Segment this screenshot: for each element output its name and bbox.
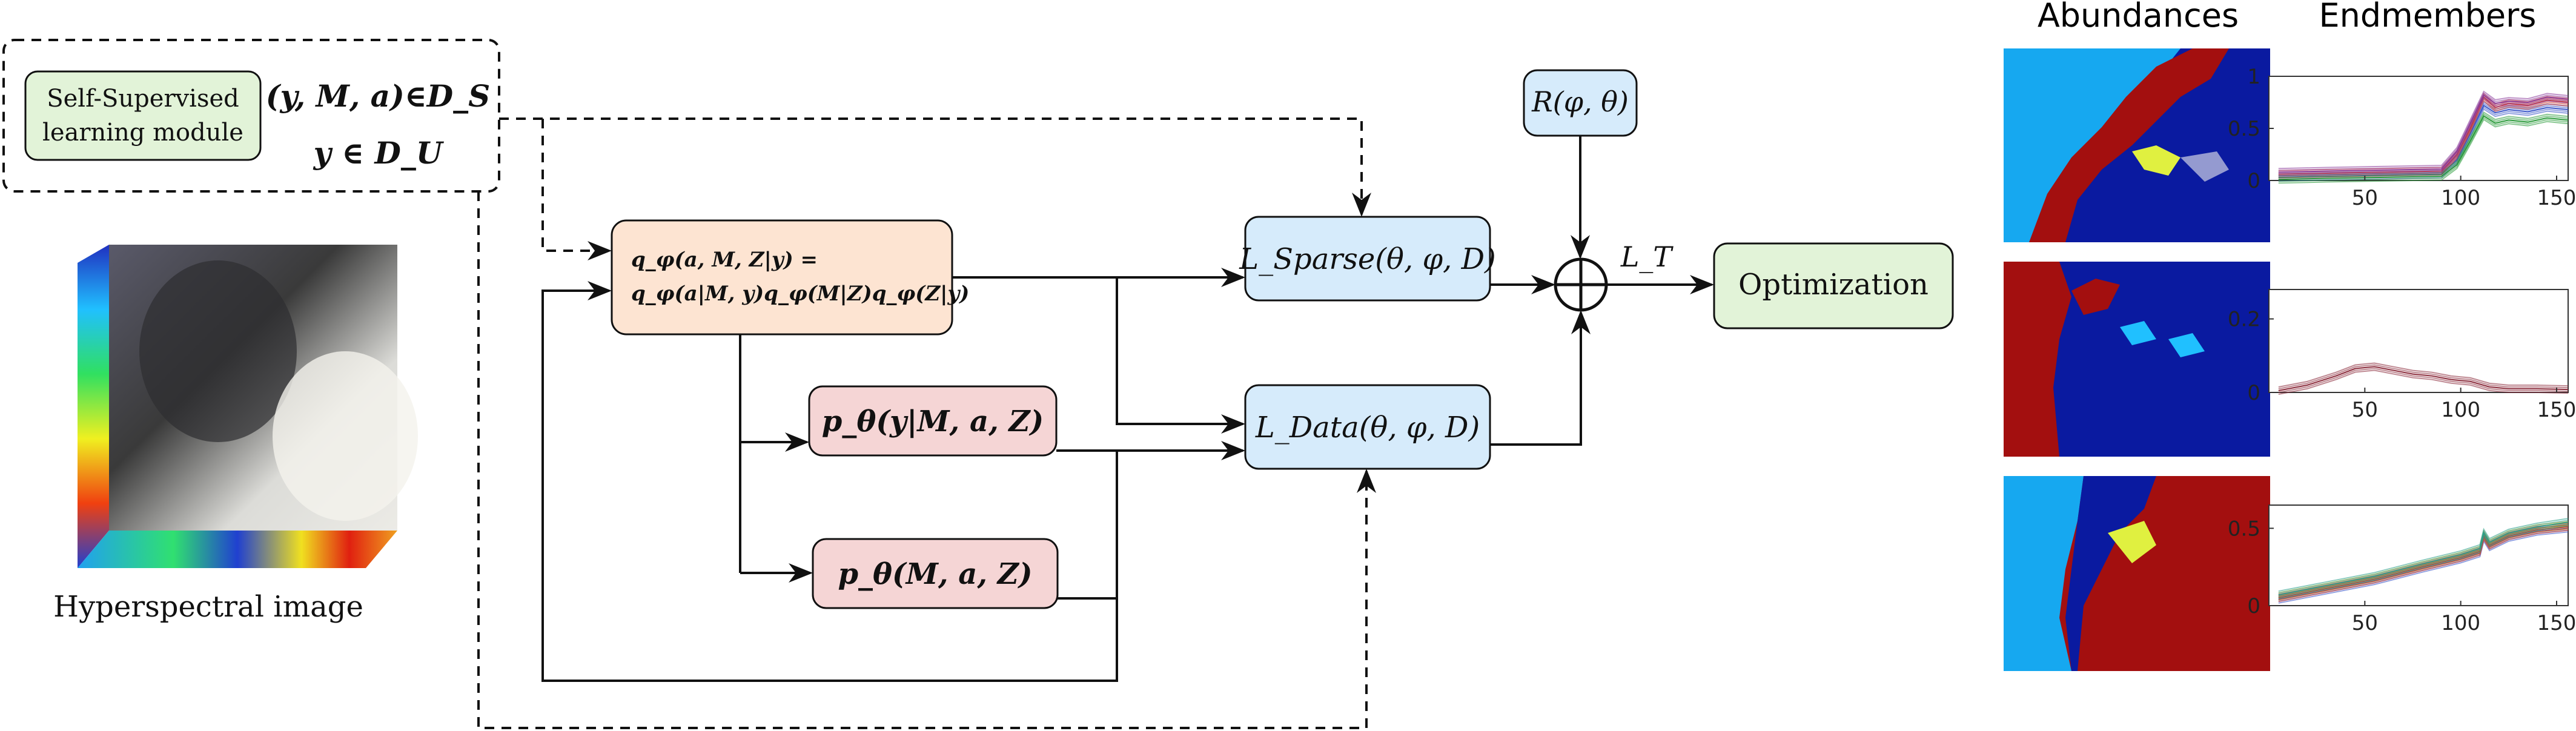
edge-data-to-sum [1490, 310, 1591, 446]
series-line-3 [2278, 116, 2569, 182]
series-line-4 [2278, 94, 2569, 173]
optimization-label: Optimization [1738, 268, 1929, 302]
abundance-map-2 [2004, 262, 2270, 457]
likelihood-box[interactable] [808, 385, 1058, 457]
y-tick-label: 0 [2247, 169, 2260, 193]
self-supervised-label-1: Self-Supervised [47, 85, 239, 113]
x-tick-label: 150 [2537, 611, 2576, 635]
x-tick-label: 100 [2441, 398, 2480, 422]
prior-box[interactable] [812, 538, 1059, 609]
series-line-4 [2278, 90, 2569, 170]
dashed-edge-to-sparse [499, 117, 1371, 217]
encoder-line-1: q_φ(a, M, Z|y) = [631, 248, 818, 272]
y-tick-label: 0 [2247, 594, 2260, 618]
series-line-1 [2278, 368, 2569, 393]
sparse-loss-box[interactable] [1244, 216, 1491, 302]
cube-front-shadow [139, 260, 297, 442]
series-line-1 [2278, 531, 2569, 604]
self-supervised-box[interactable] [24, 70, 262, 161]
prior-label: p_θ(M, a, Z) [838, 557, 1032, 591]
cube-front-bright [273, 351, 418, 521]
dashed-edge-to-encoder [541, 119, 612, 260]
total-loss-label: L_T [1620, 240, 1674, 273]
series-line-1 [2278, 364, 2569, 389]
x-tick-label: 150 [2537, 186, 2576, 210]
edge-feedback-loop [541, 291, 1118, 682]
sparse-loss-label: L_Sparse(θ, φ, D) [1239, 242, 1496, 276]
series-line-1 [2278, 369, 2569, 395]
abundances-title: Abundances [2038, 0, 2239, 35]
optimization-box[interactable] [1713, 242, 1954, 329]
encoder-box[interactable] [611, 219, 953, 336]
series-line-4 [2278, 98, 2569, 177]
cube-side-face [78, 245, 109, 568]
endmembers-title: Endmembers [2319, 0, 2537, 35]
x-tick-label: 150 [2537, 398, 2576, 422]
dashed-edge-to-data [477, 191, 1376, 729]
endmember-plot-3: 50 100 150 0 0.5 [2228, 504, 2576, 635]
regularizer-label: R(φ, θ) [1531, 85, 1629, 118]
abundance-map-1 [2004, 48, 2270, 242]
x-tick-label: 100 [2441, 186, 2480, 210]
abundance-map-3 [2004, 476, 2270, 671]
unlabeled-dataset-label: y ∈ D_U [313, 135, 445, 171]
series-line-3 [2278, 114, 2569, 180]
y-tick-label: 0 [2247, 381, 2260, 405]
hyperspectral-cube [78, 245, 418, 568]
data-loss-label: L_Data(θ, φ, D) [1255, 411, 1480, 445]
self-supervised-frame [2, 39, 500, 193]
x-tick-label: 50 [2352, 186, 2378, 210]
x-tick-label: 100 [2441, 611, 2480, 635]
edge-encoder-to-data [1116, 277, 1245, 434]
x-tick-label: 50 [2352, 611, 2378, 635]
series-line-4 [2278, 96, 2569, 175]
series-line-3 [2278, 118, 2569, 184]
series-line-3 [2278, 113, 2569, 179]
plot-frame [2268, 289, 2569, 393]
likelihood-label: p_θ(y|M, a, Z) [822, 405, 1044, 438]
y-tick-label: 0.5 [2228, 117, 2260, 141]
y-tick-label: 0.5 [2228, 517, 2260, 541]
encoder-line-2: q_φ(a|M, y)q_φ(M|Z)q_φ(Z|y) [631, 282, 969, 306]
series-line-1 [2278, 362, 2569, 388]
series-line-4 [2278, 92, 2569, 171]
labeled-dataset-label: (y, M, a)∈D_S [266, 78, 490, 114]
plot-frame [2268, 76, 2569, 181]
self-supervised-label-2: learning module [42, 119, 243, 147]
x-tick-label: 50 [2352, 398, 2378, 422]
endmember-plot-2: 50 100 150 0 0.2 [2228, 289, 2576, 422]
series-line-1 [2278, 366, 2569, 391]
endmember-plot-1: 50 100 150 0 0.5 1 [2228, 65, 2576, 210]
series-line-3 [2278, 529, 2569, 603]
cube-bottom-face [78, 531, 397, 568]
y-tick-label: 0.2 [2228, 308, 2260, 332]
series-line-4 [2278, 525, 2569, 600]
y-tick-label: 1 [2247, 65, 2260, 89]
hsi-caption: Hyperspectral image [53, 590, 363, 624]
